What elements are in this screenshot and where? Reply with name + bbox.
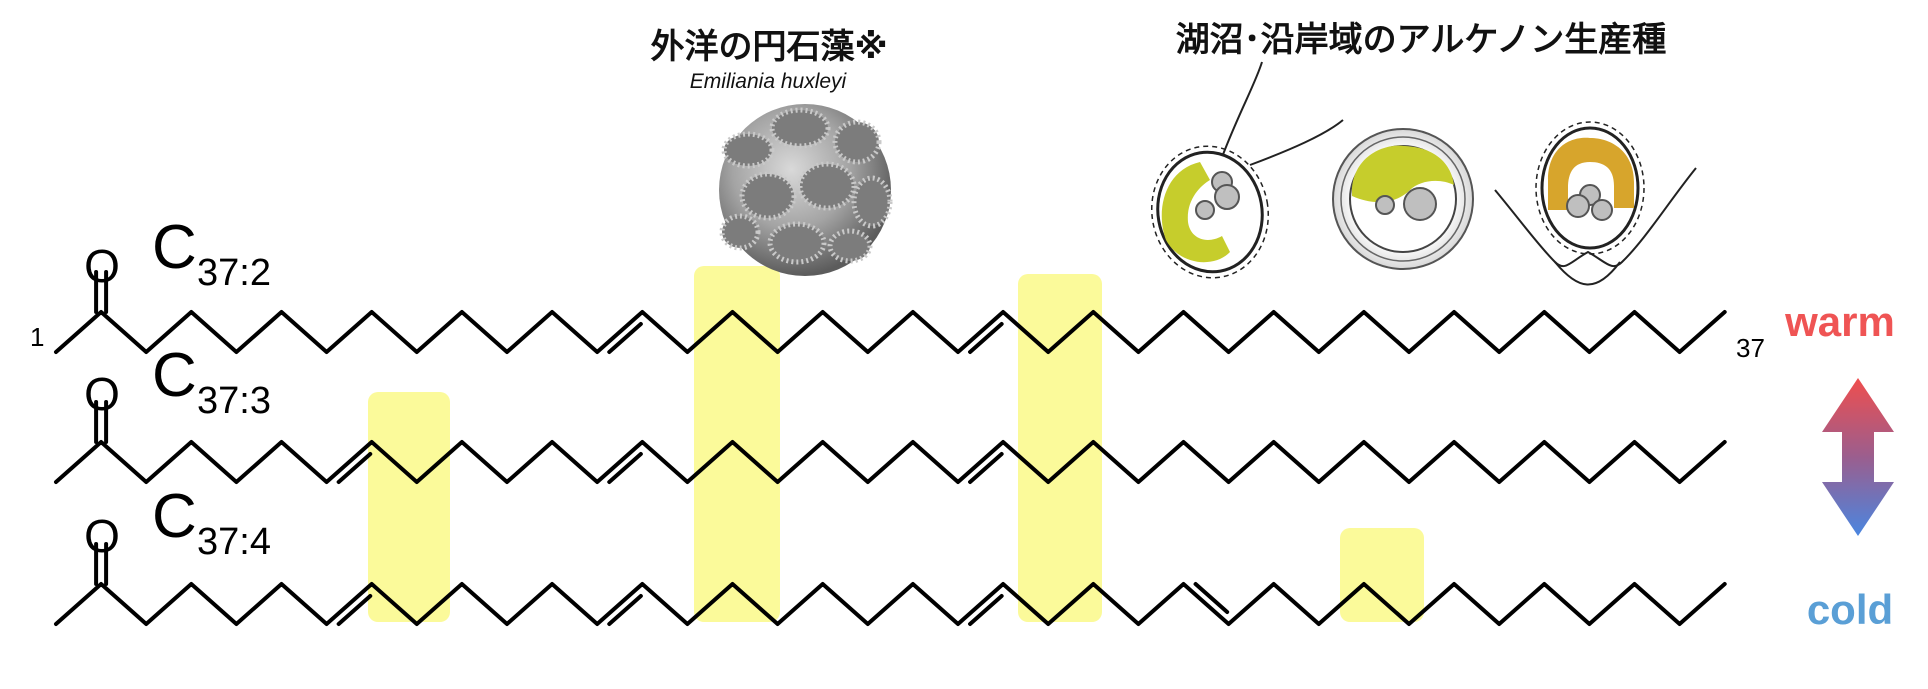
double-bond-line [968,451,1004,484]
warm-label: warm [1784,298,1895,345]
double-bond-line [336,593,373,626]
c37-3-carbon-chain [54,400,1727,484]
c37-2-carbon-chain [54,270,1727,354]
lake-species-heading: 湖沼･沿岸域のアルケノン生産種 [1176,20,1667,60]
double-bond-line [607,451,643,484]
molecule-letter: C [152,482,197,551]
molecule-subscript: 37:2 [197,252,271,294]
highlight-c37-4 [1340,528,1424,622]
temperature-scale: warm cold [1784,298,1895,633]
molecule-c37-2-label: O C 37:2 1 37 [30,213,1765,363]
double-bond-line [968,321,1004,354]
double-bond-highlights [368,266,1424,622]
coccolithophore-heading: 外洋の円石藻※ [650,27,887,67]
cyst-cell-icon [1332,128,1474,270]
coccolith-species-name: Emiliania huxleyi [690,70,848,93]
double-bond-line [968,593,1004,626]
flagellate-cell-icon [1150,61,1344,279]
carbon-number-last: 37 [1736,333,1765,363]
highlight-c37-3-4 [368,392,450,622]
carbon-chain-backbone [54,582,1727,626]
molecule-c37-3-label: O C 37:3 [84,341,271,422]
carbon-chain-backbone [54,440,1727,484]
carbonyl-oxygen: O [84,510,120,562]
molecule-letter: C [152,341,197,410]
cold-label: cold [1807,586,1893,633]
carbon-number-first: 1 [30,322,44,352]
molecule-subscript: 37:4 [197,521,271,563]
molecule-letter: C [152,213,197,282]
molecule-subscript: 37:3 [197,380,271,422]
carbonyl-oxygen: O [84,240,120,292]
double-bond-line [607,321,643,354]
c37-4-carbon-chain [54,542,1727,626]
carbon-chain-backbone [54,310,1727,354]
molecule-c37-4-label: O C 37:4 [84,482,271,563]
carbonyl-oxygen: O [84,368,120,420]
warm-cold-double-arrow [1822,378,1894,536]
emiliania-huxleyi-micrograph [719,104,893,276]
double-bond-line [607,593,643,626]
double-bond-line [1193,582,1230,615]
cell-with-appendages-icon [1494,121,1697,286]
double-bond-line [336,451,373,484]
highlight-all-2 [1018,274,1102,622]
